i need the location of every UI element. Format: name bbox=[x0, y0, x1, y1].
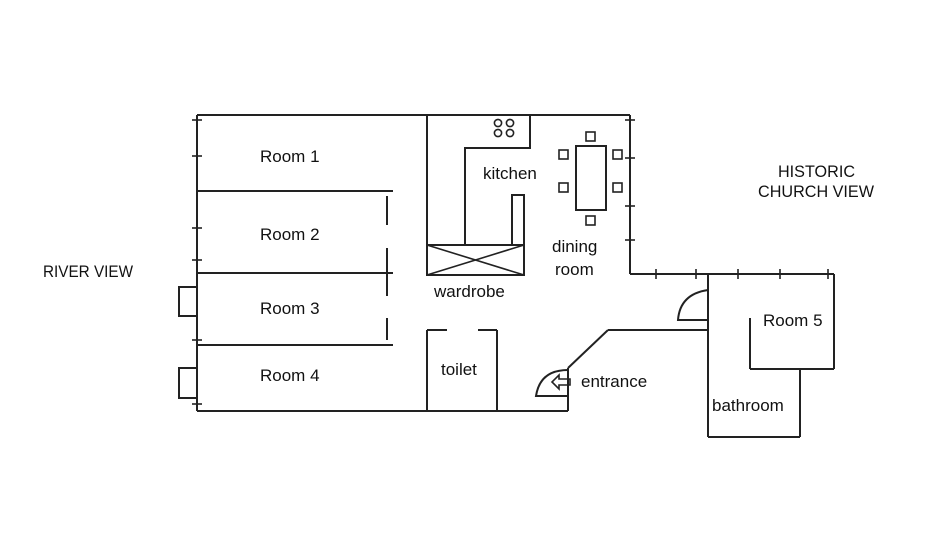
outer-walls bbox=[196, 114, 835, 438]
entrance-door bbox=[534, 329, 609, 411]
balcony-boxes bbox=[178, 286, 198, 399]
room1-label: Room 1 bbox=[260, 147, 320, 166]
church-view-label-line1: HISTORIC bbox=[778, 162, 855, 181]
dining-label-line1: dining bbox=[552, 237, 597, 256]
room3-label: Room 3 bbox=[260, 299, 320, 318]
room5-label: Room 5 bbox=[763, 311, 823, 330]
dining-table bbox=[558, 131, 623, 226]
wardrobe-label: wardrobe bbox=[433, 282, 505, 301]
entrance-arrow-icon bbox=[550, 373, 571, 391]
toilet-walls bbox=[426, 329, 498, 411]
kitchen-counter bbox=[426, 115, 531, 246]
bathroom-label: bathroom bbox=[712, 396, 784, 415]
river-view-label: RIVER VIEW bbox=[43, 262, 133, 281]
kitchen-label: kitchen bbox=[483, 164, 537, 183]
toilet-label: toilet bbox=[441, 360, 477, 379]
bathroom-door bbox=[676, 284, 709, 322]
church-view-label-line2: CHURCH VIEW bbox=[758, 182, 874, 201]
room2-label: Room 2 bbox=[260, 225, 320, 244]
wardrobe-cabinet bbox=[426, 244, 525, 276]
entrance-label: entrance bbox=[581, 372, 647, 391]
room-partitions bbox=[197, 190, 393, 346]
room4-label: Room 4 bbox=[260, 366, 320, 385]
dining-label-line2: room bbox=[555, 260, 594, 279]
window-ticks bbox=[192, 119, 829, 405]
